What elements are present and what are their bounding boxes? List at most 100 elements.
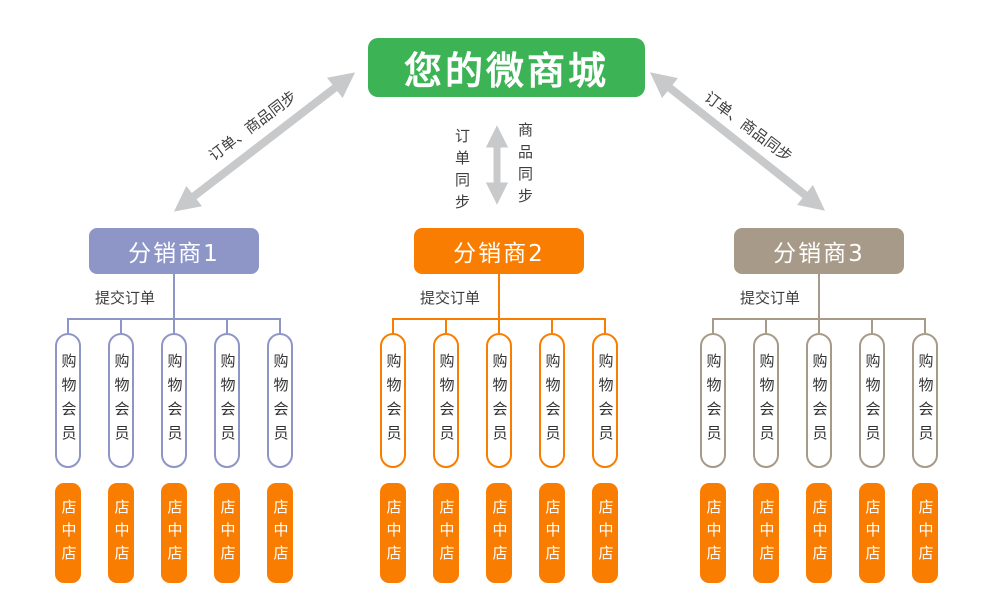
member-stub [924,318,926,333]
member-box: 购物会员 [214,333,240,468]
member-stub [279,318,281,333]
member-column: 购物会员 店中店 [433,318,459,583]
member-column: 购物会员 店中店 [486,318,512,583]
submit-order-label-3: 提交订单 [740,289,801,307]
store-box: 店中店 [214,483,240,583]
store-label: 店中店 [757,498,776,568]
member-box: 购物会员 [55,333,81,468]
store-box: 店中店 [433,483,459,583]
store-label: 店中店 [704,498,723,568]
store-label: 店中店 [916,498,935,568]
store-box: 店中店 [108,483,134,583]
member-label: 购物会员 [757,352,776,449]
sync-arrow-left [173,72,356,212]
member-box: 购物会员 [700,333,726,468]
sync-label-middle-goods: 商品同步 [516,122,534,210]
store-label: 店中店 [810,498,829,568]
distributor-group-3: 分销商3 提交订单 购物会员 店中店 购物会员 店中店 购物会员 店中店 [700,228,938,598]
member-stub [551,318,553,333]
member-stub [392,318,394,333]
member-label: 购物会员 [543,352,562,449]
member-box: 购物会员 [912,333,938,468]
member-box: 购物会员 [539,333,565,468]
member-stub [604,318,606,333]
store-label: 店中店 [271,498,290,568]
member-column: 购物会员 店中店 [806,318,832,583]
store-label: 店中店 [490,498,509,568]
member-stub [818,318,820,333]
member-stub [765,318,767,333]
store-box: 店中店 [753,483,779,583]
member-stub [173,318,175,333]
member-box: 购物会员 [267,333,293,468]
member-column: 购物会员 店中店 [859,318,885,583]
store-box: 店中店 [55,483,81,583]
distributor-group-1: 分销商1 提交订单 购物会员 店中店 购物会员 店中店 购物会员 店中店 [55,228,293,598]
root-mall-label: 您的微商城 [403,49,609,93]
member-box: 购物会员 [486,333,512,468]
distributor-box-1: 分销商1 [89,228,259,274]
member-column: 购物会员 店中店 [161,318,187,583]
root-mall-box: 您的微商城 [368,38,645,97]
member-label: 购物会员 [59,352,78,449]
sync-arrow-right [649,72,826,211]
connector-drop-2 [498,274,500,318]
store-box: 店中店 [806,483,832,583]
store-box: 店中店 [700,483,726,583]
connector-drop-3 [818,274,820,318]
member-box: 购物会员 [433,333,459,468]
member-label: 购物会员 [112,352,131,449]
member-box: 购物会员 [592,333,618,468]
member-column: 购物会员 店中店 [592,318,618,583]
member-label: 购物会员 [704,352,723,449]
store-label: 店中店 [543,498,562,568]
distributor-group-2: 分销商2 提交订单 购物会员 店中店 购物会员 店中店 购物会员 店中店 [380,228,618,598]
distributor-box-3: 分销商3 [734,228,904,274]
member-label: 购物会员 [596,352,615,449]
member-label: 购物会员 [437,352,456,449]
store-box: 店中店 [267,483,293,583]
distributor-label-3: 分销商3 [773,241,865,267]
submit-order-label-2: 提交订单 [420,289,481,307]
store-label: 店中店 [863,498,882,568]
member-column: 购物会员 店中店 [539,318,565,583]
member-stub [120,318,122,333]
member-stub [871,318,873,333]
member-columns-1: 购物会员 店中店 购物会员 店中店 购物会员 店中店 购物会员 店中店 [55,318,293,583]
distributor-label-2: 分销商2 [453,241,545,267]
member-box: 购物会员 [380,333,406,468]
member-column: 购物会员 店中店 [55,318,81,583]
member-stub [445,318,447,333]
submit-order-label-1: 提交订单 [95,289,156,307]
member-label: 购物会员 [863,352,882,449]
member-label: 购物会员 [218,352,237,449]
store-box: 店中店 [912,483,938,583]
member-stub [67,318,69,333]
member-label: 购物会员 [490,352,509,449]
member-box: 购物会员 [753,333,779,468]
member-box: 购物会员 [806,333,832,468]
store-box: 店中店 [161,483,187,583]
store-label: 店中店 [59,498,78,568]
member-column: 购物会员 店中店 [267,318,293,583]
member-columns-2: 购物会员 店中店 购物会员 店中店 购物会员 店中店 购物会员 店中店 [380,318,618,583]
distributor-box-2: 分销商2 [414,228,584,274]
member-column: 购物会员 店中店 [214,318,240,583]
distributor-label-1: 分销商1 [128,241,220,267]
member-label: 购物会员 [165,352,184,449]
store-box: 店中店 [592,483,618,583]
member-column: 购物会员 店中店 [912,318,938,583]
member-column: 购物会员 店中店 [700,318,726,583]
store-box: 店中店 [380,483,406,583]
member-stub [226,318,228,333]
store-box: 店中店 [539,483,565,583]
member-label: 购物会员 [810,352,829,449]
member-column: 购物会员 店中店 [108,318,134,583]
member-label: 购物会员 [384,352,403,449]
member-box: 购物会员 [108,333,134,468]
member-box: 购物会员 [161,333,187,468]
sync-label-middle-orders: 订单同步 [453,128,471,216]
member-column: 购物会员 店中店 [380,318,406,583]
